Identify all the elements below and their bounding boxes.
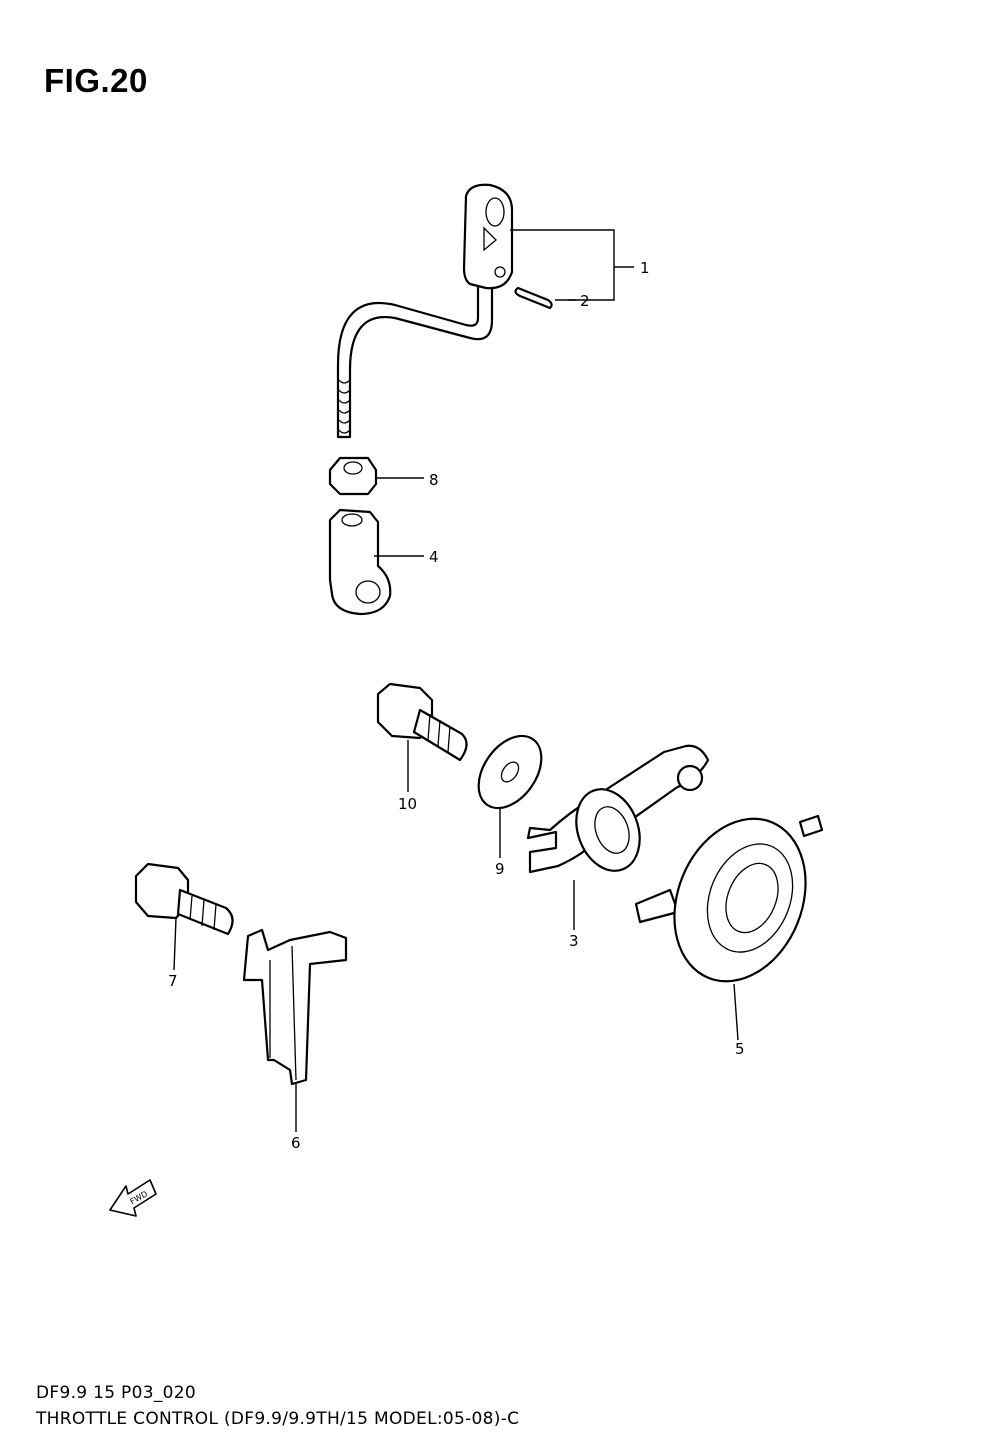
throttle-rod-part-1 bbox=[336, 183, 514, 439]
callout-2: 2 bbox=[580, 292, 590, 310]
figure-title: FIG.20 bbox=[44, 62, 148, 99]
pin-part-2 bbox=[514, 286, 553, 310]
callout-1: 1 bbox=[640, 259, 650, 277]
callout-7: 7 bbox=[168, 972, 178, 990]
callout-4: 4 bbox=[429, 548, 439, 566]
leader-lines bbox=[173, 229, 739, 1132]
callout-6: 6 bbox=[291, 1134, 301, 1152]
bracket-part-6 bbox=[242, 928, 348, 1086]
pulley-part-5 bbox=[634, 814, 824, 983]
bolt-part-10 bbox=[376, 682, 468, 762]
bolt-part-7 bbox=[134, 862, 234, 936]
callout-9: 9 bbox=[495, 860, 505, 878]
diagram-caption: THROTTLE CONTROL (DF9.9/9.9TH/15 MODEL:0… bbox=[36, 1409, 520, 1429]
nut-part-8 bbox=[328, 456, 378, 496]
forward-arrow-icon: FWD bbox=[109, 1179, 157, 1217]
throttle-lever-part-3 bbox=[526, 744, 710, 874]
callout-8: 8 bbox=[429, 471, 439, 489]
callout-10: 10 bbox=[398, 795, 417, 813]
callout-3: 3 bbox=[569, 932, 579, 950]
joint-part-4 bbox=[328, 508, 392, 616]
washer-part-9 bbox=[477, 734, 543, 810]
callout-5: 5 bbox=[735, 1040, 745, 1058]
diagram-code: DF9.9 15 P03_020 bbox=[36, 1383, 196, 1403]
